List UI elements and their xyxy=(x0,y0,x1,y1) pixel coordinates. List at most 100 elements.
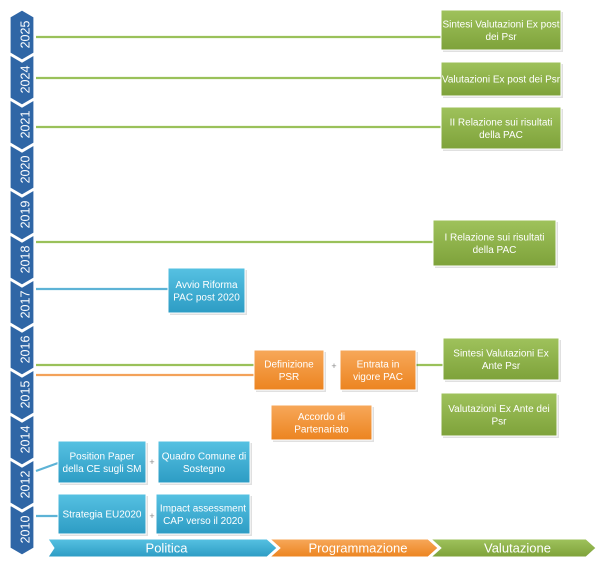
year-label: 2015 xyxy=(18,381,32,409)
year-chevron xyxy=(9,413,35,466)
year-label: 2019 xyxy=(18,201,32,229)
year-chevron xyxy=(9,53,35,106)
box-text-line: CAP verso il 2020 xyxy=(163,516,243,527)
phase-programmazione: Programmazione xyxy=(268,538,439,558)
box-text-line: PSR xyxy=(279,372,300,383)
box-background xyxy=(442,337,560,381)
phase-label: Programmazione xyxy=(309,541,408,556)
box-text-line: Sostegno xyxy=(183,464,226,475)
box-text-line: Definizione xyxy=(264,359,314,370)
year-chevron xyxy=(9,503,35,556)
box-text-line: Quadro Comune di xyxy=(162,451,247,462)
year-2014: 2014 xyxy=(9,413,35,466)
year-2010: 2010 xyxy=(9,503,35,556)
box-background xyxy=(157,440,251,484)
box-background xyxy=(440,9,562,51)
box-background xyxy=(440,106,562,150)
box-text-line: della PAC xyxy=(473,245,517,256)
year-label: 2012 xyxy=(18,471,32,499)
box-background xyxy=(57,440,147,484)
box-text-line: Accordo di xyxy=(298,412,345,423)
box-strategia-eu2020: Strategia EU2020 xyxy=(57,493,148,536)
phase-label: Politica xyxy=(146,541,189,556)
box-valutazioni-ex-post: Valutazioni Ex post dei Psr xyxy=(440,61,563,98)
event-boxes: Sintesi Valutazioni Ex post dei PsrValuta… xyxy=(57,9,563,536)
box-background xyxy=(155,493,251,535)
year-label: 2018 xyxy=(18,246,32,274)
box-text-line: Psr xyxy=(492,416,508,427)
box-background xyxy=(339,349,417,391)
year-2016: 2016 xyxy=(9,323,35,376)
year-label: 2025 xyxy=(18,21,32,49)
year-2012: 2012 xyxy=(9,458,35,511)
year-label: 2021 xyxy=(18,111,32,139)
year-2017: 2017 xyxy=(9,278,35,331)
box-text-line: dei Psr xyxy=(485,32,517,43)
box-background xyxy=(440,392,558,437)
phase-arrow xyxy=(47,538,278,558)
box-text-line: II Relazione sui risultati xyxy=(450,117,553,128)
phase-label: Valutazione xyxy=(484,541,551,556)
box-text-line: Ante Psr xyxy=(482,361,521,372)
year-label: 2016 xyxy=(18,336,32,364)
year-label: 2020 xyxy=(18,156,32,184)
box-sintesi-ex-post: Sintesi Valutazioni Ex post dei Psr xyxy=(440,9,563,52)
year-label: 2014 xyxy=(18,426,32,454)
box-background xyxy=(432,219,557,267)
plus-marker-2010: + xyxy=(149,511,154,521)
phase-bar: Politica Programmazione Valutazione xyxy=(47,538,597,558)
year-2024: 2024 xyxy=(9,53,35,106)
year-2018: 2018 xyxy=(9,233,35,286)
connector-lines xyxy=(35,35,443,518)
year-2021: 2021 xyxy=(9,98,35,151)
box-text-line: Entrata in xyxy=(357,359,400,370)
year-chevron xyxy=(9,233,35,286)
box-text-line: PAC post 2020 xyxy=(173,292,240,303)
plus-marker-2015: + xyxy=(331,361,336,371)
box-text-line: Strategia EU2020 xyxy=(63,510,142,521)
box-text-line: Partenariato xyxy=(294,424,349,435)
year-2025: 2025 xyxy=(9,9,35,61)
box-quadro-comune: Quadro Comune di Sostegno xyxy=(157,440,252,485)
box-text-line: I Relazione sui risultati xyxy=(444,232,544,243)
box-background xyxy=(167,267,246,314)
box-background xyxy=(57,493,147,535)
year-chevron xyxy=(9,188,35,241)
box-background xyxy=(253,349,325,391)
box-text-line: Valutazioni Ex Ante dei xyxy=(448,404,550,415)
box-background xyxy=(440,61,562,97)
box-text-line: Sintesi Valutazioni Ex post xyxy=(442,19,559,30)
year-label: 2017 xyxy=(18,291,32,319)
year-chevron xyxy=(9,278,35,331)
year-axis: 2025 2024 2021 2020 2019 2018 2017 2016 2015 2014… xyxy=(9,9,35,556)
phase-valutazione: Valutazione xyxy=(429,538,597,558)
box-text-line: della CE sugli SM xyxy=(63,464,142,475)
year-chevron xyxy=(9,368,35,421)
connector-2012 xyxy=(35,461,59,473)
year-chevron xyxy=(9,98,35,151)
year-label: 2024 xyxy=(18,66,32,94)
year-chevron xyxy=(9,143,35,196)
year-2019: 2019 xyxy=(9,188,35,241)
year-2020: 2020 xyxy=(9,143,35,196)
box-background xyxy=(270,404,373,441)
box-text-line: Avvio Riforma xyxy=(175,280,237,291)
phase-politica: Politica xyxy=(47,538,278,558)
box-text-line: Valutazioni Ex post dei Psr xyxy=(442,75,561,86)
year-2015: 2015 xyxy=(9,368,35,421)
year-chevron xyxy=(9,458,35,511)
phase-arrow xyxy=(268,538,439,558)
plus-marker-2012: + xyxy=(149,457,154,467)
year-chevron xyxy=(9,323,35,376)
year-label: 2010 xyxy=(18,516,32,544)
year-chevron xyxy=(9,9,35,61)
